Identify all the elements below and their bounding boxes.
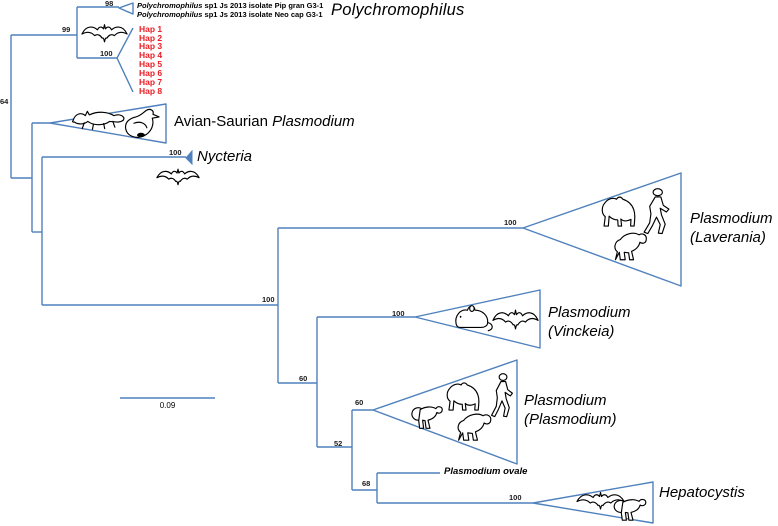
clade-label-vinckeia: Plasmodium (Vinckeia)	[548, 303, 631, 341]
bat-icon	[156, 168, 200, 186]
support-laverania: 100	[504, 218, 517, 227]
clade-label-genus: Plasmodium	[272, 113, 355, 130]
support-plasmodium: 60	[355, 398, 364, 407]
support-root: 64	[0, 97, 9, 106]
support-polychromophilus: 99	[62, 25, 71, 34]
support-haplotypes: 100	[100, 49, 113, 58]
support-plasmodium-parent: 52	[334, 439, 343, 448]
collapsed-clade-plasmodium	[372, 359, 518, 465]
support-core-clade: 100	[262, 295, 275, 304]
clade-label-line2: (Laverania)	[690, 229, 766, 246]
support-hepatocystis: 100	[509, 493, 522, 502]
clade-label-text: Avian-Saurian	[174, 113, 273, 130]
tip-label-hap-1: Hap 1	[139, 24, 163, 34]
tip-label-plasmodium-ovale: Plasmodium ovale	[444, 466, 528, 477]
bird-foot-dot	[137, 132, 145, 138]
clade-label-laverania: Plasmodium (Laverania)	[690, 209, 773, 247]
clade-label-nycteria: Nycteria	[197, 148, 253, 165]
tip-label-hap-7: Hap 7	[139, 77, 163, 87]
support-isolates: 98	[105, 0, 114, 8]
clade-label-line1: Plasmodium	[548, 304, 631, 321]
scale-bar-label: 0.09	[159, 401, 176, 410]
tip-label-hap-3: Hap 3	[139, 41, 163, 51]
tree-branches	[10, 6, 533, 504]
clade-label-avian-saurian: Avian-Saurian Plasmodium	[174, 112, 355, 131]
clade-label-line1: Plasmodium	[524, 392, 607, 409]
animal-silhouettes	[72, 24, 670, 521]
clade-label-plasmodium: Plasmodium (Plasmodium)	[524, 391, 617, 429]
tip-genus: Polychromophilus	[137, 10, 203, 19]
support-hepatocystis-parent: 68	[362, 479, 371, 488]
support-nycteria: 100	[169, 148, 182, 157]
clade-label-line2: (Plasmodium)	[524, 411, 617, 428]
tip-label-hap-5: Hap 5	[139, 59, 163, 69]
tip-rest: sp1 Js 2013 isolate Neo cap G3-1	[202, 10, 323, 19]
collapsed-clade-laverania	[522, 172, 682, 287]
tip-label-hap-4: Hap 4	[139, 50, 163, 60]
collapsed-clade-nycteria	[185, 149, 193, 166]
tip-rest: sp1 Js 2013 isolate Pip gran G3-1	[202, 1, 324, 10]
tip-label-hap-2: Hap 2	[139, 33, 163, 43]
tip-label-hap-6: Hap 6	[139, 68, 163, 78]
tip-genus: Polychromophilus	[137, 1, 203, 10]
collapsed-clade-isolates	[118, 2, 134, 15]
tip-label-isolate-2: Polychromophilus sp1 Js 2013 isolate Neo…	[137, 10, 323, 19]
bat-icon	[81, 24, 128, 43]
clade-label-line2: (Vinckeia)	[548, 323, 615, 340]
tip-label-isolate-1: Polychromophilus sp1 Js 2013 isolate Pip…	[137, 1, 323, 10]
clade-label-hepatocystis: Hepatocystis	[659, 484, 745, 501]
support-vinckeia: 100	[392, 309, 405, 318]
tip-label-hap-8: Hap 8	[139, 86, 163, 96]
clade-label-line1: Plasmodium	[690, 210, 773, 227]
support-vinckeia-parent: 60	[299, 374, 308, 383]
clade-label-polychromophilus: Polychromophilus	[331, 1, 465, 19]
collapsed-clade-haplotypes	[116, 27, 134, 93]
